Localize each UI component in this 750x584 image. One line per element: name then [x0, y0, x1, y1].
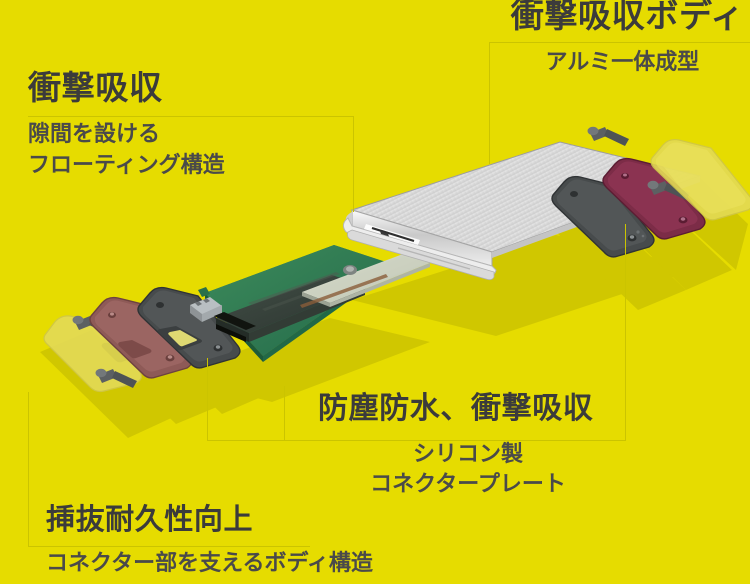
callout-dust-title: 防塵防水、衝撃吸収: [318, 392, 594, 425]
callout-shock-title: 衝撃吸収: [28, 69, 163, 106]
callout-durable-title: 挿抜耐久性向上: [46, 504, 254, 536]
leader-line-shock-vertical: [353, 116, 354, 212]
silicone-connector-plate-right: [602, 157, 706, 240]
ssd-label: [302, 254, 430, 307]
callout-body-title: 衝撃吸収ボディ: [510, 0, 744, 34]
callout-durable-subtitle: コネクター部を支えるボディ構造: [46, 549, 373, 575]
leader-line-durable-horizontal: [28, 546, 310, 547]
silicone-connector-plate-left: [89, 296, 193, 379]
callout-dust-subtitle: シリコン製 コネクタープレート: [370, 441, 566, 497]
callout-shock-absorbing-body: 衝撃吸収ボディ アルミ一体成型: [511, 0, 744, 78]
leader-line-dust-horizontal: [284, 440, 626, 441]
leader-line-dust-left-vertical: [284, 386, 285, 440]
leader-line-body-vertical: [489, 42, 490, 164]
screw-left-lower: [95, 368, 137, 388]
screw-right-upper: [587, 126, 629, 146]
board-connector: [190, 297, 222, 322]
inner-bracket-plate-left: [137, 286, 241, 369]
callout-body-subtitle: アルミ一体成型: [545, 49, 700, 75]
callout-shock-absorption: 衝撃吸収 隙間を設ける フローティング構造: [28, 69, 225, 180]
leader-line-durable-vertical: [28, 392, 29, 546]
callout-shock-subtitle: 隙間を設ける フローティング構造: [28, 121, 225, 177]
callout-insertion-durability: 挿抜耐久性向上 コネクター部を支えるボディ構造: [46, 504, 373, 578]
leader-line-dust-vertical: [625, 224, 626, 440]
leader-line-dust-riser: [207, 358, 208, 440]
inner-bracket-plate-right: [551, 175, 655, 258]
pcb-mount-screw: [343, 265, 357, 275]
callout-dustproof-waterproof: 防塵防水、衝撃吸収 シリコン製 コネクタープレート: [318, 392, 618, 500]
leader-line-dust-riser-join: [207, 440, 285, 441]
leader-line-body-horizontal: [489, 42, 750, 43]
leader-line-shock-horizontal: [28, 116, 354, 117]
pcb-trace: [300, 274, 388, 308]
translucent-cover-plate-right: [650, 138, 750, 221]
